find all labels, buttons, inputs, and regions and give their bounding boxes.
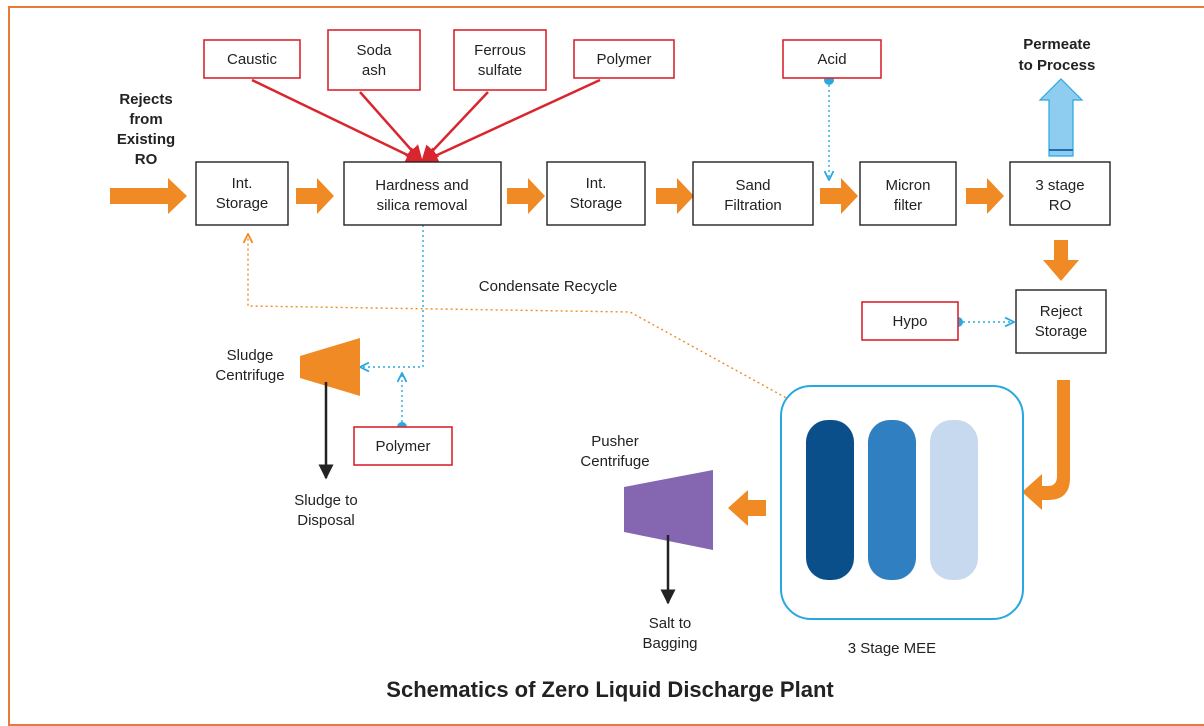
mee-stage-1 <box>806 420 854 580</box>
signal-lines <box>360 80 1014 427</box>
sludge-line <box>360 195 424 367</box>
chemical-boxes <box>203 29 959 466</box>
pusher-centrifuge-shape <box>624 470 713 550</box>
dosing-lines <box>251 78 601 164</box>
ro-label-1: 3 stage <box>1035 177 1084 194</box>
micron-filter-label-1: Micron <box>885 177 930 194</box>
flow-arrow-down <box>1043 240 1079 281</box>
polymer-dosing-line <box>420 78 601 164</box>
soda-ash-label-1: Soda <box>356 42 392 59</box>
mee-label: 3 Stage MEE <box>848 640 936 657</box>
int-storage-1-label-2: Storage <box>216 195 269 212</box>
condensate-recycle-line <box>248 234 791 401</box>
diagram-title: Schematics of Zero Liquid Discharge Plan… <box>386 677 834 702</box>
sand-filtration-label-2: Filtration <box>724 197 782 214</box>
reject-storage-box <box>1015 289 1107 354</box>
polymer-bottom-box <box>353 426 453 466</box>
pusher-centrifuge-label-1: Pusher <box>591 433 639 450</box>
flow-arrow-to-pusher <box>728 490 766 526</box>
unit-labels: Int. Storage Hardness and silica removal… <box>216 175 1088 340</box>
pusher-centrifuge-label-2: Centrifuge <box>580 453 649 470</box>
flow-arrow-inlet <box>110 178 187 214</box>
flow-arrow-3 <box>656 178 694 214</box>
hypo-box <box>861 301 959 341</box>
hypo-label: Hypo <box>892 313 927 330</box>
rejects-line-1: Rejects <box>119 91 172 108</box>
sand-filtration-label-1: Sand <box>735 177 770 194</box>
reject-storage-label-1: Reject <box>1040 303 1083 320</box>
micron-filter-box <box>859 161 957 226</box>
soda-ash-box <box>327 29 421 91</box>
soda-ash-dosing-line <box>359 91 424 164</box>
permeate-label: Permeate to Process <box>1019 36 1096 74</box>
ro-label-2: RO <box>1049 197 1072 214</box>
condensate-recycle-label: Condensate Recycle <box>479 278 617 295</box>
hardness-removal-label-2: silica removal <box>377 197 468 214</box>
polymer-bottom-label: Polymer <box>375 438 430 455</box>
int-storage-2-box <box>546 161 646 226</box>
salt-bagging-label-1: Salt to <box>649 615 692 632</box>
int-storage-1-label-1: Int. <box>232 175 253 192</box>
mee-stage-2 <box>868 420 916 580</box>
flow-arrows <box>110 178 1079 526</box>
int-storage-2-label-1: Int. <box>586 175 607 192</box>
hardness-removal-box <box>343 161 502 226</box>
rejects-line-4: RO <box>135 151 158 168</box>
chemical-labels: Caustic Soda ash Ferrous sulfate Polymer… <box>227 42 928 455</box>
polymer-top-box <box>573 39 675 79</box>
reject-storage-label-2: Storage <box>1035 323 1088 340</box>
soda-ash-label-2: ash <box>362 62 386 79</box>
ro-box <box>1009 161 1111 226</box>
flow-arrow-2 <box>507 178 545 214</box>
caustic-box <box>203 39 301 79</box>
polymer-top-label: Polymer <box>596 51 651 68</box>
permeate-line-2: to Process <box>1019 57 1096 74</box>
ferrous-sulfate-box <box>453 29 547 91</box>
sludge-disposal-label-1: Sludge to <box>294 492 357 509</box>
acid-label: Acid <box>817 51 846 68</box>
caustic-label: Caustic <box>227 51 278 68</box>
permeate-line-1: Permeate <box>1023 36 1091 53</box>
misc-labels: Condensate Recycle Sludge Centrifuge Slu… <box>215 278 936 657</box>
mee-stage-3 <box>930 420 978 580</box>
rejects-line-3: Existing <box>117 131 175 148</box>
hardness-removal-label-1: Hardness and <box>375 177 468 194</box>
rejects-label: Rejects from Existing RO <box>117 91 175 168</box>
sludge-disposal-label-2: Disposal <box>297 512 355 529</box>
flow-arrow-1 <box>296 178 334 214</box>
rejects-line-2: from <box>129 111 162 128</box>
caustic-dosing-line <box>251 78 424 164</box>
sand-filtration-box <box>692 161 814 226</box>
acid-box <box>782 39 882 79</box>
permeate-arrow <box>1038 78 1084 157</box>
zld-schematic: Rejects from Existing RO Permeate to Pro… <box>110 29 1111 702</box>
diagram-canvas: Rejects from Existing RO Permeate to Pro… <box>8 6 1204 726</box>
int-storage-1-box <box>195 161 289 226</box>
ferrous-sulfate-label-2: sulfate <box>478 62 522 79</box>
sludge-centrifuge-shape <box>300 338 360 396</box>
micron-filter-label-2: filter <box>894 197 922 214</box>
ferrous-sulfate-dosing-line <box>420 91 489 164</box>
salt-bagging-label-2: Bagging <box>642 635 697 652</box>
sludge-centrifuge-label-1: Sludge <box>227 347 274 364</box>
ferrous-sulfate-label-1: Ferrous <box>474 42 526 59</box>
process-units <box>195 161 1111 354</box>
flow-arrow-curved <box>1022 380 1070 510</box>
int-storage-2-label-2: Storage <box>570 195 623 212</box>
flow-arrow-4 <box>820 178 858 214</box>
sludge-centrifuge-label-2: Centrifuge <box>215 367 284 384</box>
flow-arrow-5 <box>966 178 1004 214</box>
